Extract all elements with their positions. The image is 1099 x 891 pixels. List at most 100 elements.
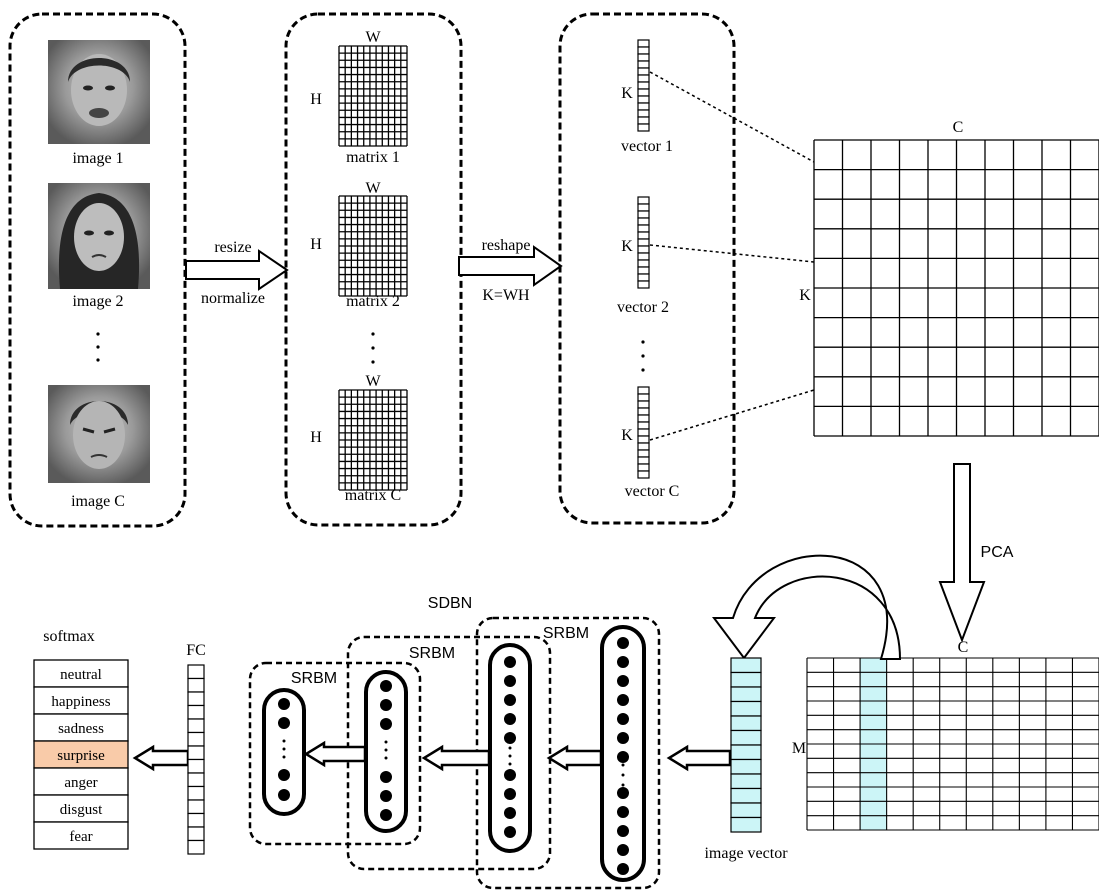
neuron-node [617,787,629,799]
neuron-node [504,713,516,725]
vector-cell [731,803,761,818]
srbm-label-1: SRBM [291,670,337,687]
vector-cell [638,110,649,117]
srbm-label-2: SRBM [409,645,455,662]
vector-cell [638,225,649,232]
vector-cell [638,457,649,464]
vector-cell [188,827,204,841]
vector-cell [188,719,204,733]
curved-arrow [714,556,900,659]
vector-cell [638,436,649,443]
ellipsis-dot [622,774,625,777]
softmax-class-label: fear [69,829,92,845]
matrix-2-grid [339,196,407,296]
vector-cell [638,429,649,436]
neuron-node [617,675,629,687]
vector-cell [638,61,649,68]
vector-cell [638,117,649,124]
neuron-node [278,717,290,729]
neuron-node [617,637,629,649]
matrix-c-label: matrix C [345,487,401,504]
neuron-node [504,675,516,687]
vector-2 [638,197,649,288]
neuron-node [504,769,516,781]
left-arrow [306,743,365,765]
vector-cell [731,745,761,760]
vector-cell [731,818,761,833]
big-matrix-grid [814,140,1099,436]
neuron-node [380,699,392,711]
sdbn-label: SDBN [428,595,472,612]
neuron-node [380,790,392,802]
ellipsis-dot [622,764,625,767]
vector-cell [188,800,204,814]
neuron-node [504,807,516,819]
ellipsis-dots [371,332,374,363]
face-image-c [48,385,150,483]
vector-cell [638,401,649,408]
left-arrow [135,747,188,769]
softmax-class-label: happiness [51,694,110,710]
vector-cell [638,89,649,96]
vector-cell [638,260,649,267]
vector-cell [188,665,204,679]
vector-cell [638,68,649,75]
vector-cell [638,408,649,415]
ellipsis-dots [641,340,644,371]
vector-cell [638,443,649,450]
neuron-node [504,732,516,744]
k-equals-wh-label: K=WH [482,287,530,304]
face-image-2 [48,183,150,289]
vector-cell [731,731,761,746]
vector-cell [638,415,649,422]
vector-cell [638,124,649,131]
softmax-class-label: neutral [60,667,102,683]
vector-c-k-label: K [621,427,633,444]
vector-cell [638,54,649,61]
neuron-node [504,788,516,800]
vector-cell [188,679,204,693]
matrix-1-grid [339,46,407,146]
neuron-node [380,809,392,821]
vector-cell [731,789,761,804]
softmax-classes: neutralhappinesssadnesssurpriseangerdisg… [34,660,128,849]
reduced-matrix-c-label: C [958,639,969,656]
vector-cell [188,746,204,760]
vector-cell [731,774,761,789]
softmax-class-label: disgust [60,802,103,818]
softmax-title: softmax [43,628,95,645]
neuron-node [617,751,629,763]
vector-cell [638,267,649,274]
vector-cell [638,239,649,246]
vector-cell [638,253,649,260]
reduced-matrix-grid [807,658,1099,830]
vector-cell [638,218,649,225]
vector-2-k-label: K [621,238,633,255]
neuron-node [380,718,392,730]
vector-cell [638,450,649,457]
vector-cell [638,96,649,103]
big-matrix-k-label: K [799,287,811,304]
vector-cell [638,103,649,110]
vector-1 [638,40,649,131]
matrix-c-w-label: W [365,373,381,390]
image-2-label: image 2 [72,293,123,310]
matrix-1-label: matrix 1 [346,149,400,166]
vector-cell [638,274,649,281]
neuron-node [504,826,516,838]
neuron-node [380,680,392,692]
vector-cell [638,246,649,253]
vector-cell [188,692,204,706]
softmax-class-label: sadness [58,721,104,737]
vector-cell [188,773,204,787]
vector-cell [638,422,649,429]
matrix-1-h-label: H [310,91,322,108]
vector-cell [638,232,649,239]
srbm-label-3: SRBM [543,625,589,642]
big-matrix-c-label: C [953,119,964,136]
vector-1-k-label: K [621,85,633,102]
ellipsis-dot [385,741,388,744]
resize-label: resize [214,239,251,256]
pca-label: PCA [981,544,1014,561]
matrix-2-h-label: H [310,236,322,253]
